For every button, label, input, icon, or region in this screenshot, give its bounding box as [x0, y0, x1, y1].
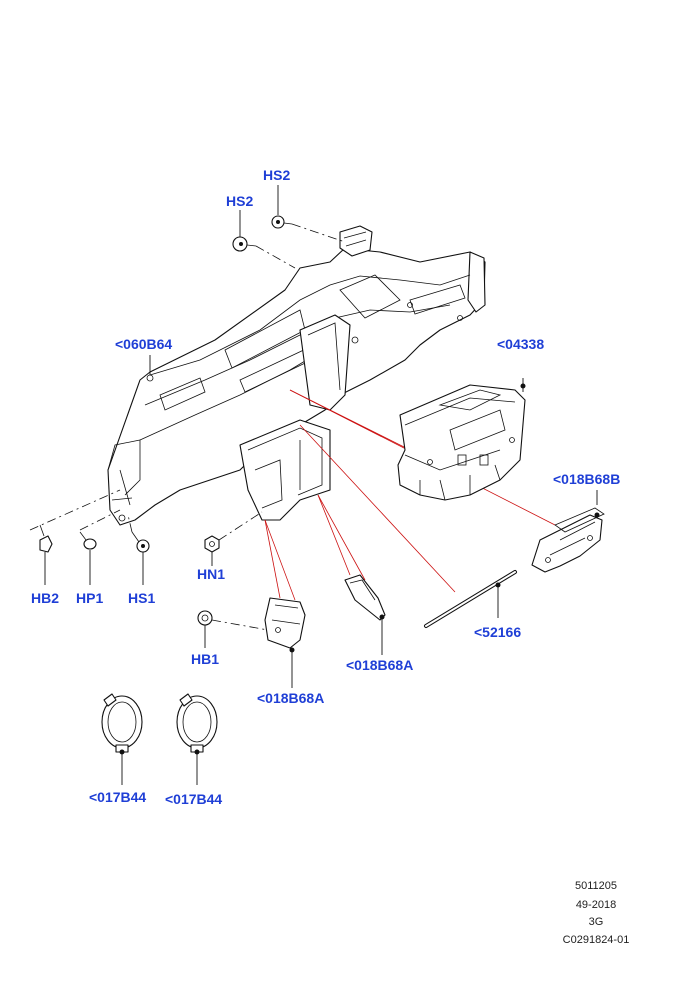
reference-number: 5011205 [574, 880, 617, 892]
bolt-hs2-top [271, 185, 346, 243]
callout-04338[interactable]: <04338 [497, 336, 545, 352]
bracket-018b68b [531, 490, 605, 573]
callout-hb2[interactable]: HB2 [31, 590, 60, 606]
bracket-018b68a-curved [344, 574, 386, 655]
bolt-hs2-left [232, 210, 296, 269]
reference-code: 3G [588, 916, 604, 928]
callout-hp1[interactable]: HP1 [76, 590, 104, 606]
reference-date: 49-2018 [575, 899, 617, 911]
callout-017b44-right[interactable]: <017B44 [165, 791, 223, 807]
callout-017b44-left[interactable]: <017B44 [89, 789, 147, 805]
callout-018b68a-bottom[interactable]: <018B68A [257, 690, 325, 706]
callout-hs1[interactable]: HS1 [128, 590, 156, 606]
bolt-hb2 [29, 489, 121, 585]
plate-018b68a [264, 597, 306, 688]
bolt-hb1 [197, 610, 269, 648]
callout-018b68a-right[interactable]: <018B68A [346, 657, 414, 673]
ring-bracket-017b44-right [176, 693, 218, 785]
callout-52166[interactable]: <52166 [474, 624, 522, 640]
screw-hs1 [127, 514, 150, 585]
callout-hs2-top[interactable]: HS2 [263, 167, 291, 183]
push-pin-hp1 [79, 509, 121, 585]
callout-018b68b[interactable]: <018B68B [553, 471, 621, 487]
ring-bracket-017b44-left [101, 693, 143, 785]
callout-060b64[interactable]: <060B64 [115, 336, 173, 352]
cross-car-beam [107, 225, 486, 526]
callout-hn1[interactable]: HN1 [197, 566, 226, 582]
reference-drawing-id: C0291824-01 [562, 934, 630, 946]
nut-hn1 [204, 511, 263, 566]
callout-hb1[interactable]: HB1 [191, 651, 220, 667]
rod-52166 [424, 570, 517, 628]
air-duct-module [397, 378, 526, 501]
callout-hs2-left[interactable]: HS2 [226, 193, 254, 209]
